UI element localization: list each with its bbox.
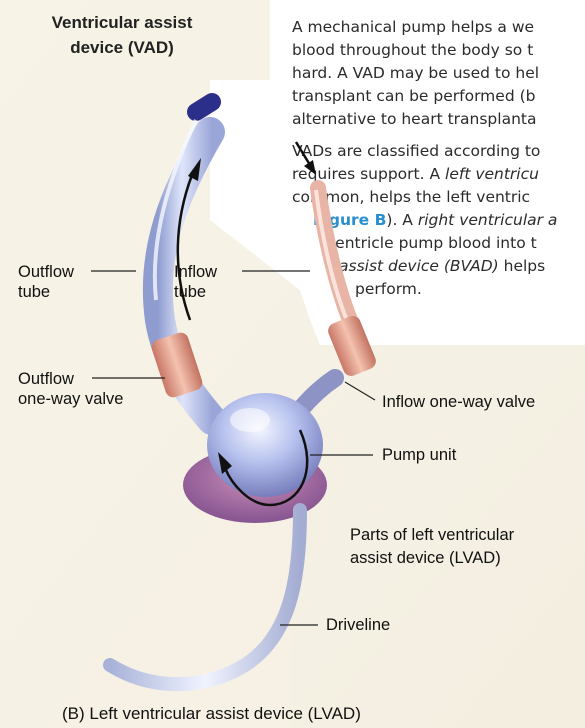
outflow-valve (150, 331, 205, 400)
label-line: Parts of left ventricular (350, 524, 514, 547)
parts-of-lvad-label: Parts of left ventricular assist device … (350, 524, 514, 570)
outflow-valve-label: Outflow one-way valve (18, 369, 123, 409)
label-line: tube (174, 282, 217, 302)
inflow-valve-leader (345, 382, 375, 400)
inflow-arrowhead (304, 160, 316, 175)
outflow-tube-label: Outflow tube (18, 262, 74, 302)
label-line: Inflow (174, 262, 217, 282)
label-line: tube (18, 282, 74, 302)
driveline (110, 510, 300, 684)
inflow-valve-label: Inflow one-way valve (382, 392, 535, 412)
pump-unit-label: Pump unit (382, 445, 456, 465)
outflow-tube-tip (196, 102, 212, 112)
label-line: Outflow (18, 369, 123, 389)
inflow-tube (318, 188, 350, 320)
inflow-arrow (296, 142, 310, 165)
figure-caption: (B) Left ventricular assist device (LVAD… (62, 704, 361, 724)
inflow-tube-label: Inflow tube (174, 262, 217, 302)
driveline-label: Driveline (326, 615, 390, 635)
label-line: Outflow (18, 262, 74, 282)
label-line: one-way valve (18, 389, 123, 409)
inflow-valve (326, 314, 379, 379)
label-line: assist device (LVAD) (350, 547, 514, 570)
